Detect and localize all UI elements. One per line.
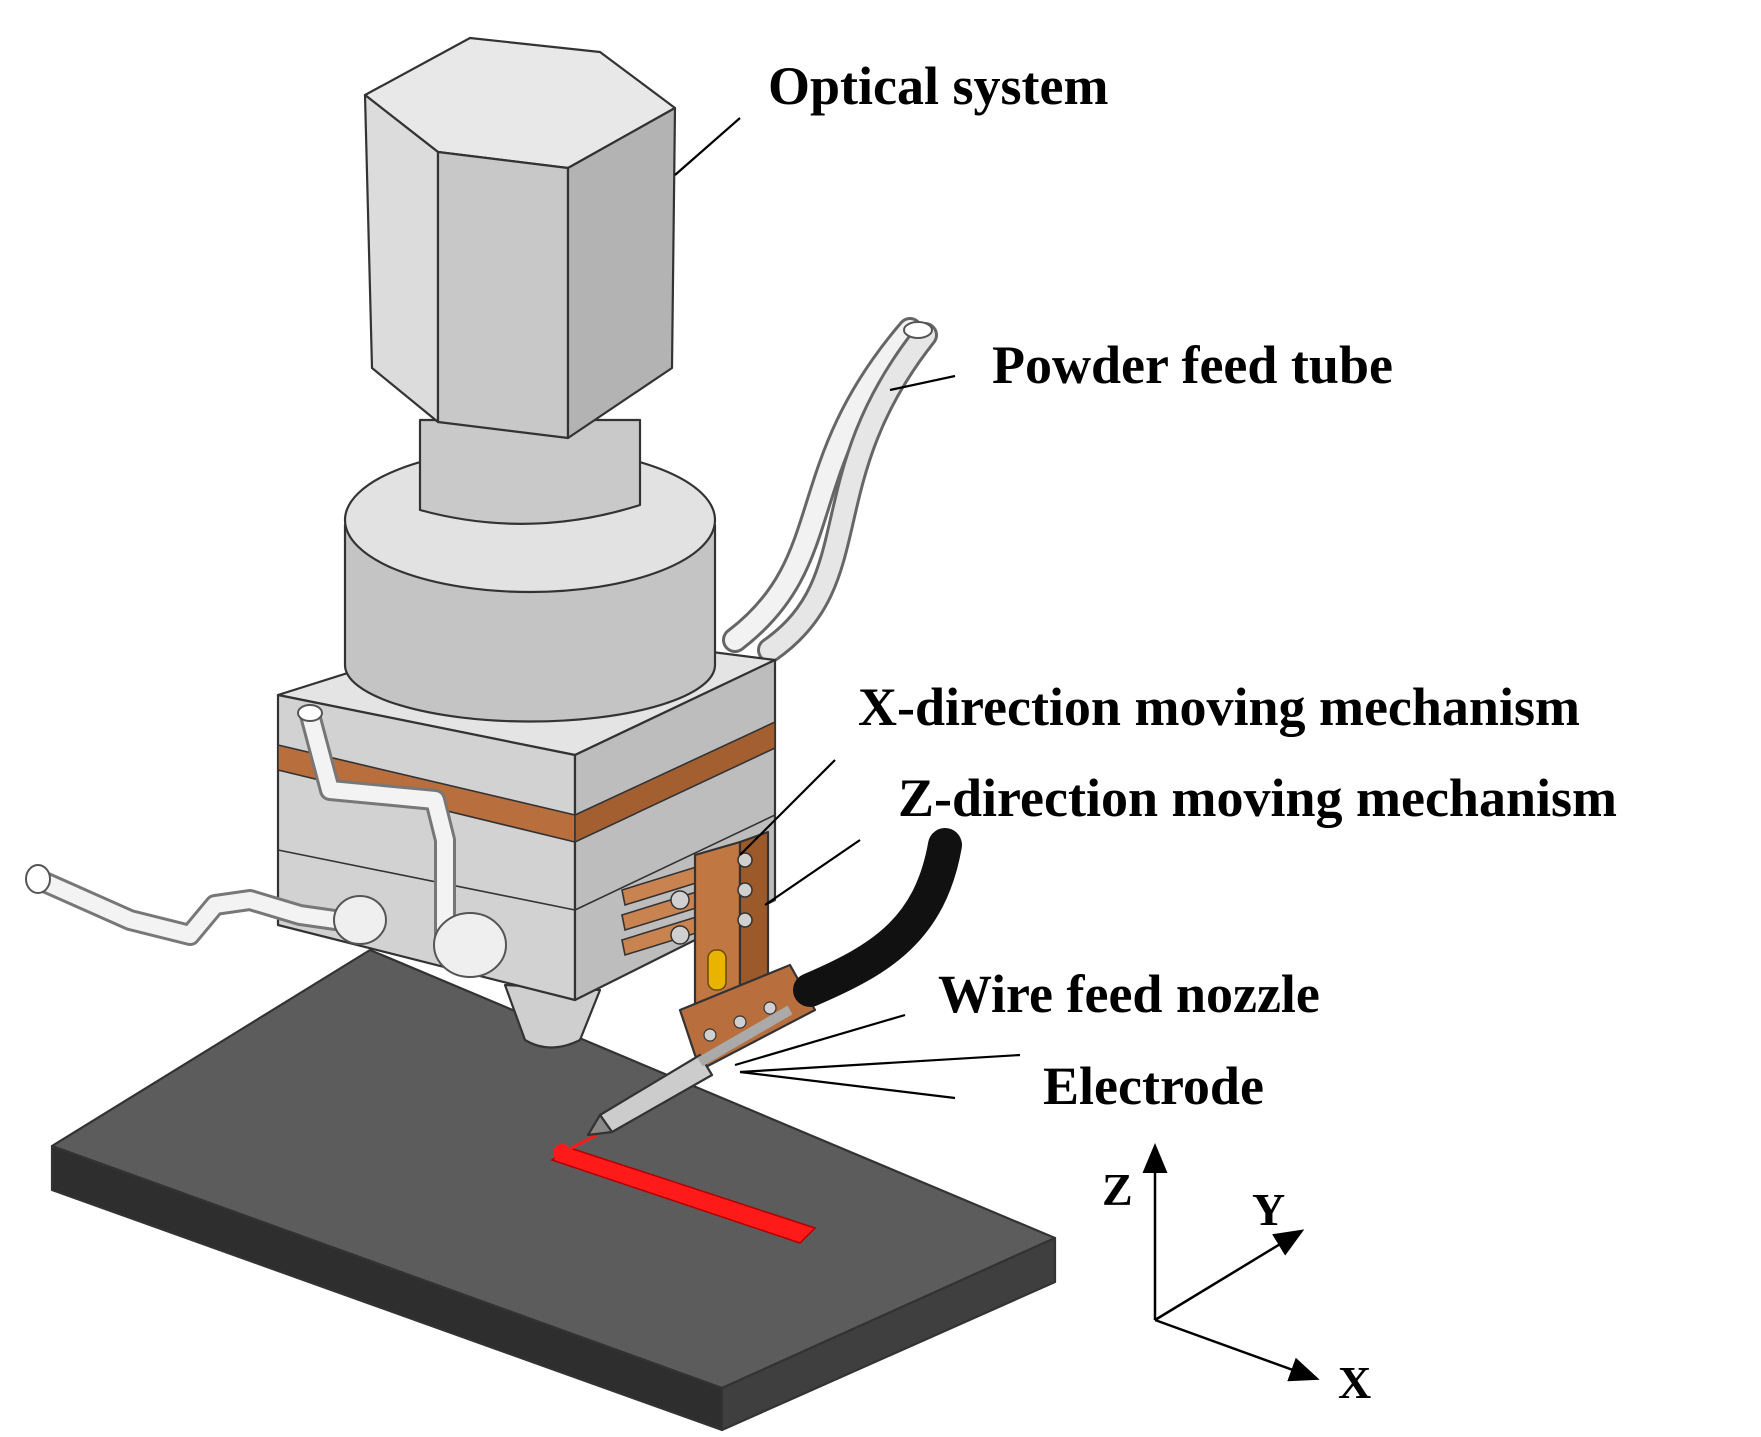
optical-neck (418, 418, 642, 525)
x-axis (1154, 1318, 1320, 1382)
left-gas-pipes (25, 704, 507, 978)
substrate-right-face (720, 1236, 1057, 1432)
hex-face-left (363, 93, 440, 424)
wire-feed-cable (793, 828, 962, 1007)
label-wire-feed-nozzle: Wire feed nozzle (938, 964, 1320, 1024)
label-optical-system: Optical system (768, 56, 1108, 116)
optical-system-hex-prism (363, 36, 677, 440)
coordinate-axes: Z Y X (1102, 1143, 1371, 1408)
hex-face-front (436, 150, 570, 440)
wire-feed-torch (586, 1005, 793, 1137)
copper-band-right (574, 720, 776, 844)
substrate-plate (50, 948, 1057, 1432)
moving-mechanism (621, 830, 817, 1072)
leader-lines (674, 117, 1021, 1100)
powder-nozzle-cone (503, 983, 602, 1049)
z-axis-label: Z (1102, 1164, 1133, 1215)
label-x-mechanism: X-direction moving mechanism (858, 677, 1580, 737)
label-electrode: Electrode (1043, 1056, 1264, 1116)
hex-face-right (566, 106, 677, 440)
pipe-connector-left (333, 895, 387, 945)
powder-feed-tube (722, 317, 938, 663)
deposit-track-group (550, 1126, 817, 1244)
label-z-mechanism: Z-direction moving mechanism (898, 768, 1617, 828)
tube-opening (903, 321, 933, 339)
pipe-connector-front (433, 912, 507, 978)
callout-labels: Optical system Powder feed tube X-direct… (768, 56, 1617, 1116)
label-powder-feed-tube: Powder feed tube (992, 335, 1393, 395)
x-axis-label: X (1338, 1357, 1371, 1408)
y-axis-label: Y (1252, 1184, 1285, 1235)
clamp-plate (678, 963, 817, 1072)
y-axis (1154, 1229, 1305, 1322)
